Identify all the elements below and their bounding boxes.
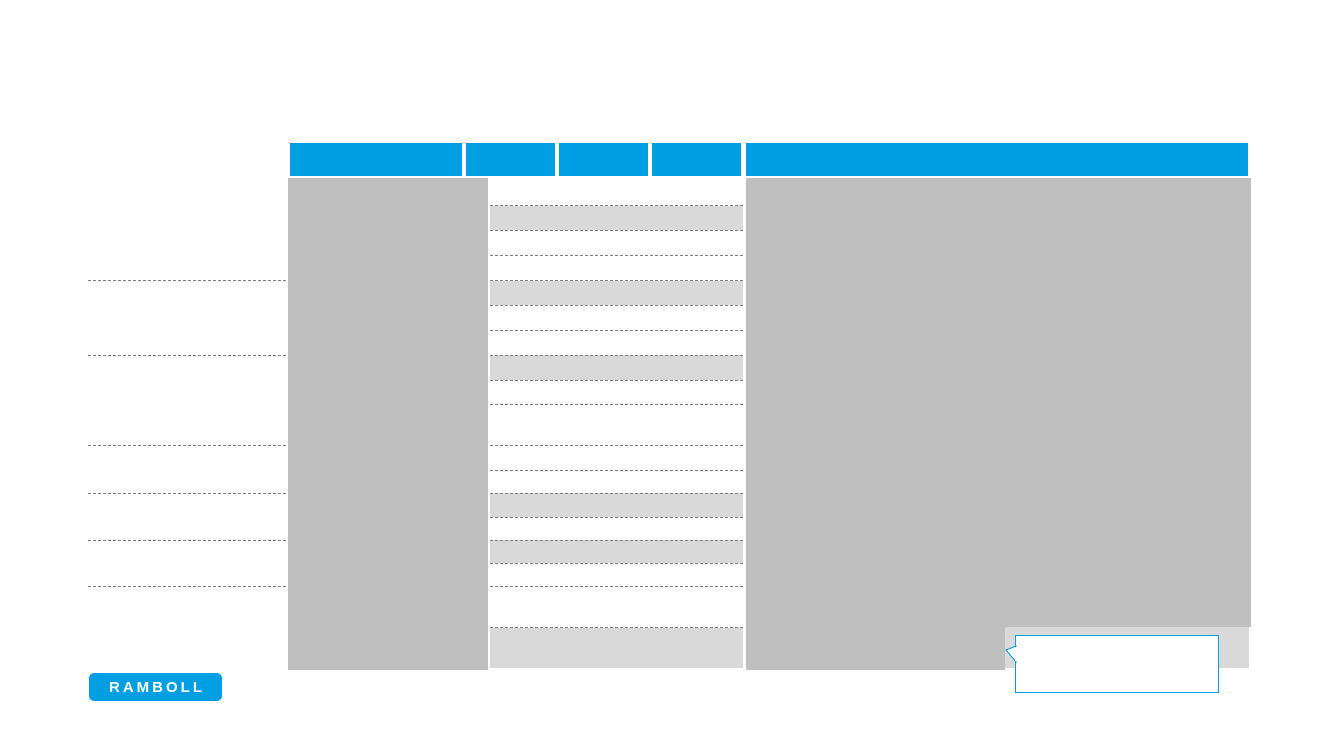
group-separator	[88, 540, 286, 541]
table-row-divider	[490, 563, 743, 564]
table-header-col-1	[290, 143, 462, 176]
table-row-divider	[490, 330, 743, 331]
table-row-shade	[490, 493, 743, 517]
table-row-shade	[490, 355, 743, 380]
table-row-divider	[490, 493, 743, 494]
table-row-divider	[490, 255, 743, 256]
group-separator	[88, 586, 286, 587]
table-row-divider	[490, 404, 743, 405]
table-row-divider	[490, 627, 743, 628]
table-header-col-2	[466, 143, 555, 176]
callout-box	[1015, 635, 1219, 693]
group-separator	[88, 355, 286, 356]
callout-pointer	[1005, 645, 1017, 664]
table-header-col-5	[746, 143, 1248, 176]
ramboll-logo: RAMBOLL	[89, 673, 222, 701]
table-row-divider	[490, 305, 743, 306]
table-row-divider	[490, 445, 743, 446]
left-content-placeholder	[288, 178, 488, 670]
table-row-divider	[490, 540, 743, 541]
table-row-shade	[490, 540, 743, 563]
table-header-col-3	[559, 143, 648, 176]
right-content-placeholder-lower	[746, 627, 1005, 670]
right-content-placeholder	[746, 178, 1251, 627]
table-row-divider	[490, 517, 743, 518]
table-row-shade	[490, 281, 743, 305]
logo-text: RAMBOLL	[109, 678, 205, 696]
table-row-divider	[490, 355, 743, 356]
table-row-divider	[490, 280, 743, 281]
table-row-shade	[490, 206, 743, 230]
table-row-divider	[490, 230, 743, 231]
table-row-divider	[490, 470, 743, 471]
table-row-divider	[490, 205, 743, 206]
group-separator	[88, 445, 286, 446]
table-row-divider	[490, 380, 743, 381]
group-separator	[88, 493, 286, 494]
table-row-divider	[490, 586, 743, 587]
table-header-col-4	[652, 143, 741, 176]
table-row-shade	[490, 628, 743, 668]
group-separator	[88, 280, 286, 281]
